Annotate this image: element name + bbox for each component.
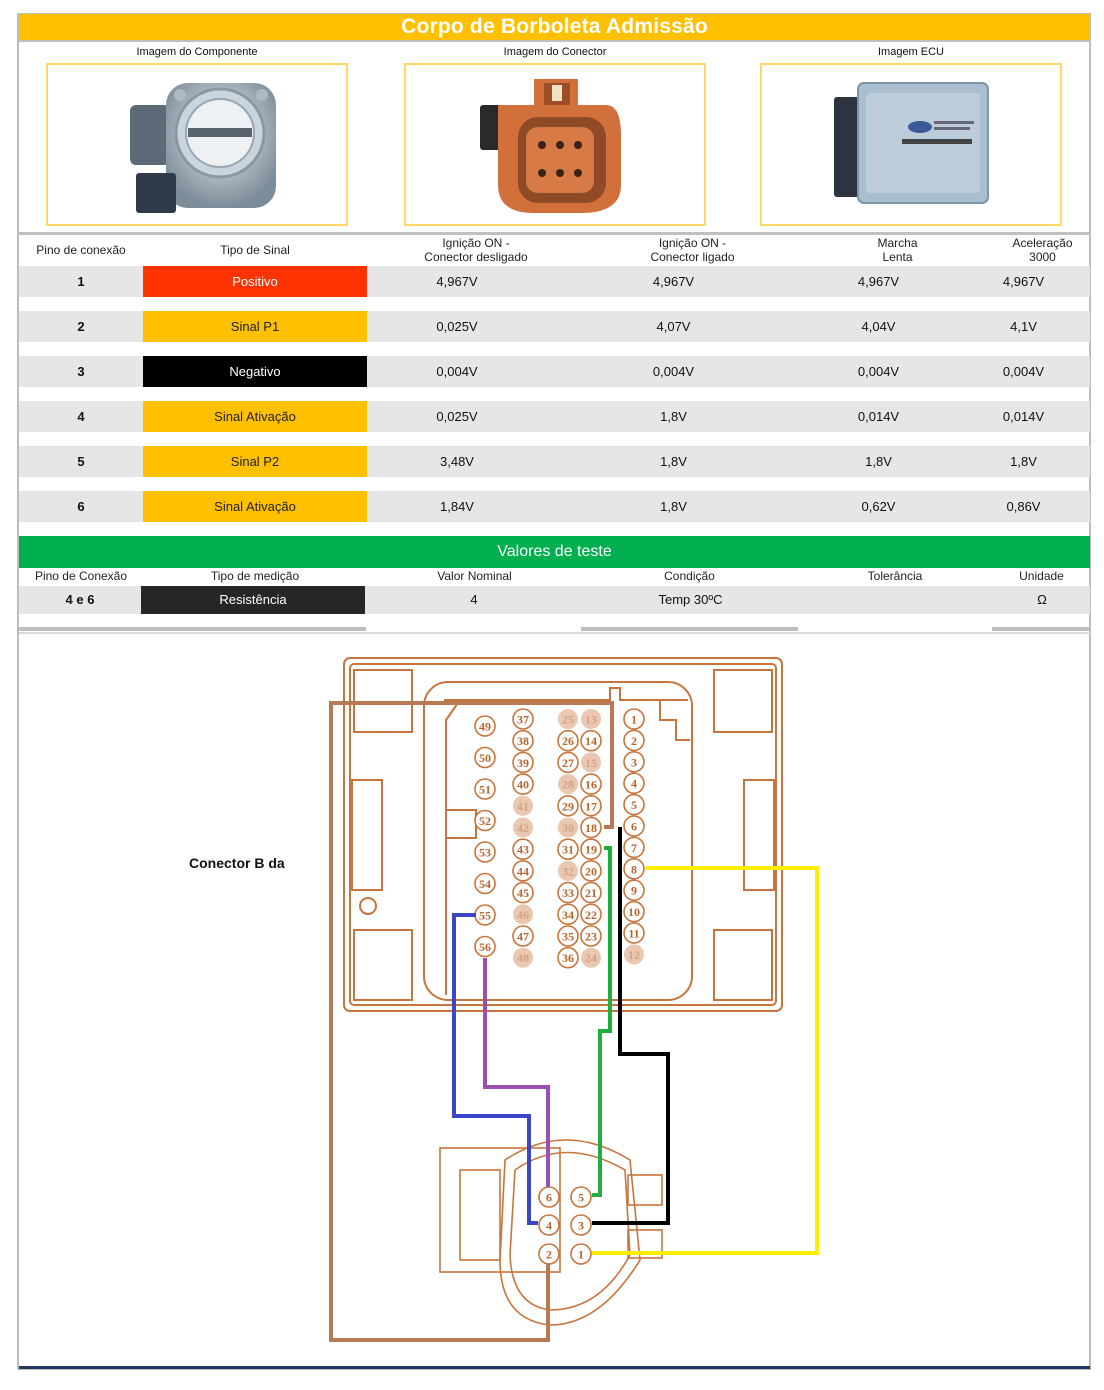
test-header-type: Tipo de medição [210,569,300,583]
pin-number: 3 [77,364,85,379]
header-ignition-off-line1: Ignição ON - [442,236,510,250]
voltage-ign-on: 4,07V [656,319,691,334]
header-acceleration-line1: Aceleração [1012,236,1073,250]
voltage-idle: 1,8V [865,454,892,469]
test-header-condition: Condição [664,569,715,583]
signal-type-badge: Sinal P2 [143,446,367,477]
voltage-ign-off: 0,025V [436,319,478,334]
throttle-body-illustration [130,83,276,213]
diagram-label: Conector B da [189,855,285,871]
signal-row: 3 Negativo 0,004V 0,004V 0,004V 0,004V [19,356,1090,387]
test-type-badge: Resistência [141,586,365,614]
bottom-rule [19,1366,1090,1369]
divider [19,232,1090,235]
test-values-title: Valores de teste [19,536,1090,568]
voltage-ign-off: 0,025V [436,409,478,424]
signal-row: 6 Sinal Ativação 1,84V 1,8V 0,62V 0,86V [19,491,1090,522]
ecu-illustration [834,82,989,204]
ecu-image [760,63,1062,226]
voltage-ign-off: 1,84V [440,499,474,514]
signal-row: 1 Positivo 4,967V 4,967V 4,967V 4,967V [19,266,1090,297]
pin-number: 1 [77,274,85,289]
test-unit: Ω [1037,592,1047,607]
test-row: 4 e 6 Resistência 4 Temp 30ºC Ω [19,586,1090,614]
divider [19,632,1090,634]
signal-type-badge: Negativo [143,356,367,387]
header-ignition-on-line2: Conector ligado [650,250,735,264]
voltage-ign-on: 0,004V [652,364,695,379]
header-ignition-off: Ignição ON - Conector desligado [367,236,585,264]
divider [19,627,366,631]
voltage-accel: 0,014V [1002,409,1045,424]
pin-number: 4 [77,409,85,424]
pin-number: 2 [77,319,85,334]
header-signal-type: Tipo de Sinal [220,243,290,257]
test-nominal: 4 [470,592,478,607]
connector-illustration [480,79,621,213]
signal-row: 5 Sinal P2 3,48V 1,8V 1,8V 1,8V [19,446,1090,477]
signal-row: 2 Sinal P1 0,025V 4,07V 4,04V 4,1V [19,311,1090,342]
voltage-accel: 1,8V [1010,454,1037,469]
header-ignition-on: Ignição ON - Conector ligado [585,236,800,264]
test-pin: 4 e 6 [65,592,95,607]
voltage-accel: 0,86V [1006,499,1041,514]
divider [581,627,798,631]
header-pin: Pino de conexão [36,243,126,257]
component-image-label: Imagem do Componente [136,46,258,58]
header-ignition-on-line1: Ignição ON - [658,236,727,250]
signal-type-badge: Positivo [143,266,367,297]
test-header-tolerance: Tolerância [867,569,923,583]
connector-image-label: Imagem do Conector [503,46,607,58]
component-image [46,63,348,226]
voltage-accel: 0,004V [1002,364,1045,379]
header-idle: Marcha Lenta [800,236,995,264]
voltage-idle: 4,04V [861,319,896,334]
voltage-idle: 4,967V [857,274,900,289]
header-acceleration-line2: 3000 [1029,250,1056,264]
ecu-image-label: Imagem ECU [877,46,945,58]
header-idle-line2: Lenta [882,250,913,264]
test-tolerance [798,586,994,614]
voltage-idle: 0,004V [857,364,900,379]
voltage-accel: 4,1V [1010,319,1037,334]
header-ignition-off-line2: Conector desligado [424,250,528,264]
signal-row: 4 Sinal Ativação 0,025V 1,8V 0,014V 0,014V [19,401,1090,432]
signal-type-badge: Sinal P1 [143,311,367,342]
voltage-ign-off: 4,967V [436,274,478,289]
voltage-ign-off: 3,48V [440,454,474,469]
connector-image [404,63,706,226]
pin-number: 6 [77,499,85,514]
header-idle-line1: Marcha [877,236,918,250]
signal-type-badge: Sinal Ativação [143,401,367,432]
voltage-ign-on: 1,8V [660,499,687,514]
voltage-accel: 4,967V [1002,274,1045,289]
voltage-idle: 0,014V [857,409,900,424]
test-header-pin: Pino de Conexão [34,569,128,583]
voltage-idle: 0,62V [861,499,896,514]
voltage-ign-on: 4,967V [652,274,695,289]
voltage-ign-off: 0,004V [436,364,478,379]
divider [992,627,1090,631]
page-title: Corpo de Borboleta Admissão [19,14,1090,42]
header-acceleration: Aceleração 3000 [995,236,1090,264]
signal-type-badge: Sinal Ativação [143,491,367,522]
voltage-ign-on: 1,8V [660,409,687,424]
test-header-unit: Unidade [1019,569,1064,583]
voltage-ign-on: 1,8V [660,454,687,469]
pin-number: 5 [77,454,85,469]
test-header-nominal: Valor Nominal [437,569,512,583]
test-condition: Temp 30ºC [658,592,723,607]
